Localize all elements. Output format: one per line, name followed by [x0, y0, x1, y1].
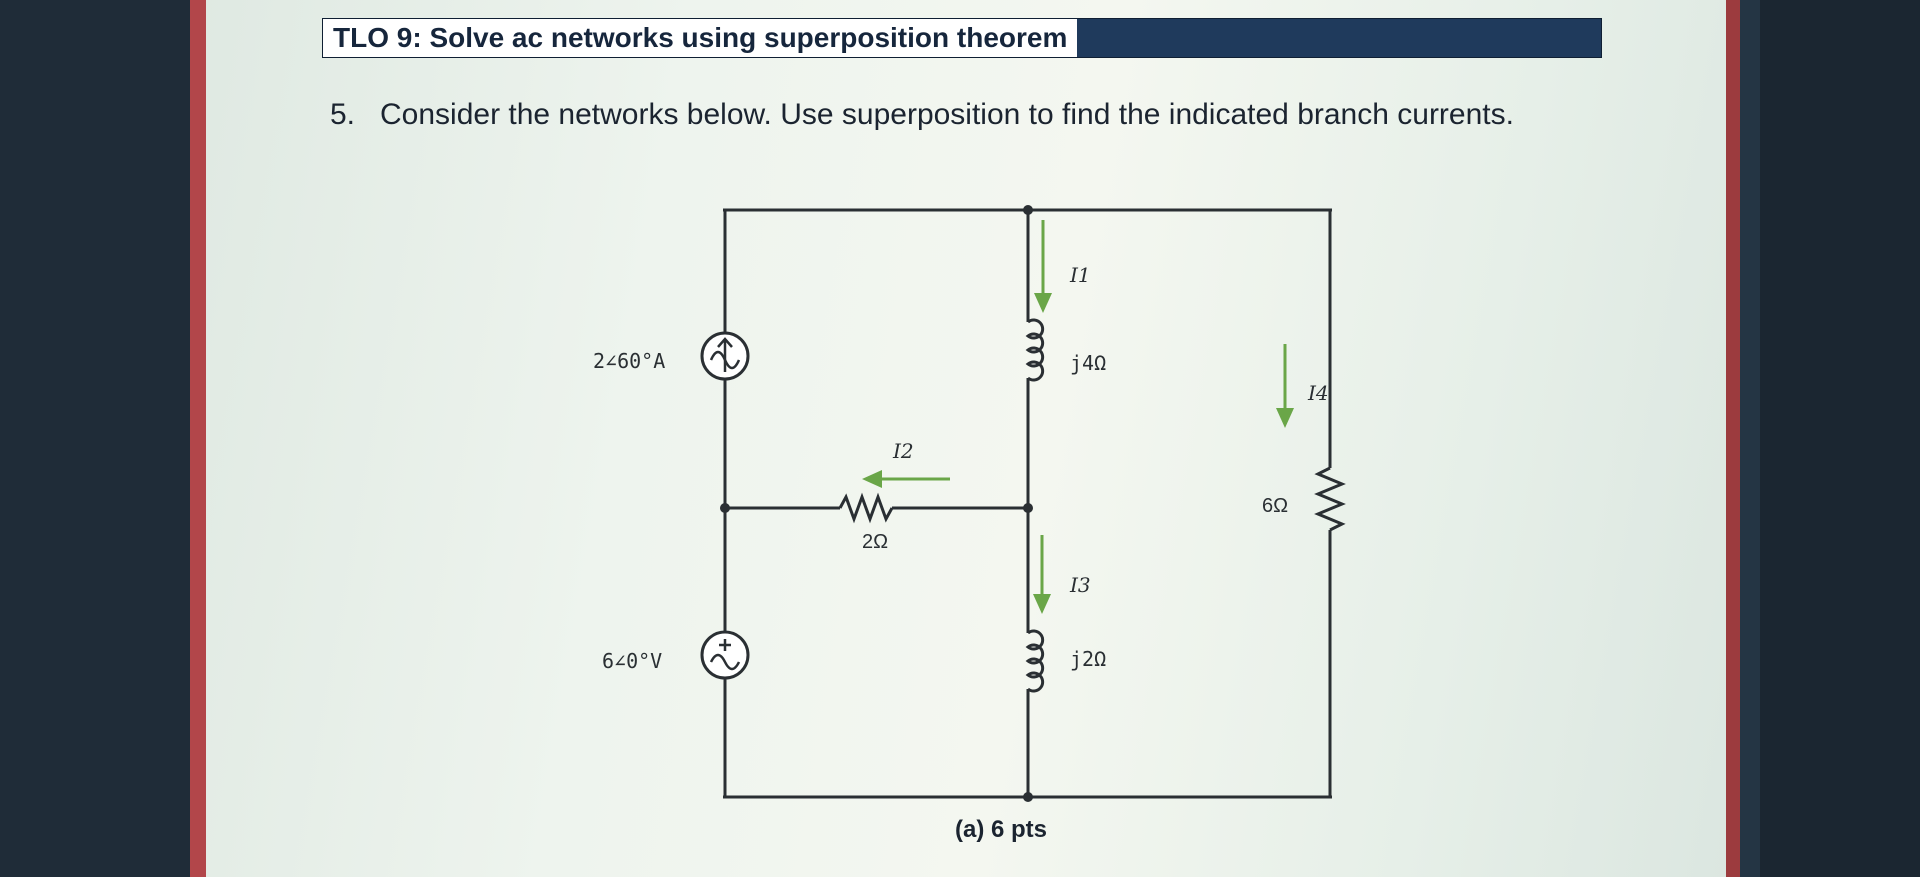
resistor-6ohm: [1314, 466, 1346, 532]
slide: TLO 9: Solve ac networks using superposi…: [190, 0, 1740, 877]
node-left: [720, 503, 730, 513]
voltage-source-wave: [709, 653, 741, 671]
inductor-j2: [1025, 629, 1045, 693]
current-i4-label: I4: [1307, 381, 1329, 405]
arrow-i1-head: [1034, 293, 1052, 313]
plus-icon: [719, 639, 731, 651]
current-i1-label: I1: [1069, 263, 1091, 287]
current-i2-label: I2: [892, 439, 914, 463]
inductor-j4: [1025, 318, 1045, 382]
page-title: TLO 9: Solve ac networks using superposi…: [323, 19, 1078, 57]
current-source-label: 2∠60°A: [593, 349, 665, 373]
arrow-i3-head: [1033, 594, 1051, 614]
background-right: [1760, 0, 1920, 877]
arrow-i2-head: [862, 470, 882, 488]
background-left: [0, 0, 200, 877]
inductor-bottom-label: j2Ω: [1070, 647, 1106, 671]
slide-edge-left: [190, 0, 206, 877]
voltage-source-symbol: [700, 630, 750, 680]
circuit-diagram: 2∠60°A 6∠0°V j4Ω j2Ω 2Ω 6Ω I1 I2 I3 I4 (…: [593, 205, 1346, 843]
resistor-middle-label: 2Ω: [862, 531, 888, 553]
arrow-i4-head: [1276, 408, 1294, 428]
title-banner: TLO 9: Solve ac networks using superposi…: [322, 18, 1602, 58]
question-text: 5. Consider the networks below. Use super…: [330, 98, 1514, 132]
figure-caption: (a) 6 pts: [955, 816, 1047, 843]
question-body: Consider the networks below. Use superpo…: [380, 98, 1514, 131]
current-i3-label: I3: [1069, 573, 1091, 597]
resistor-right-label: 6Ω: [1262, 495, 1288, 517]
node-center: [1023, 503, 1033, 513]
node-bottom: [1023, 792, 1033, 802]
resistor-2ohm: [838, 492, 894, 524]
voltage-source-label: 6∠0°V: [602, 649, 662, 673]
inductor-top-label: j4Ω: [1070, 351, 1106, 375]
current-source-arrow: [717, 337, 733, 372]
slide-edge-right: [1726, 0, 1740, 877]
question-number: 5.: [330, 98, 356, 131]
node-top: [1023, 205, 1033, 215]
